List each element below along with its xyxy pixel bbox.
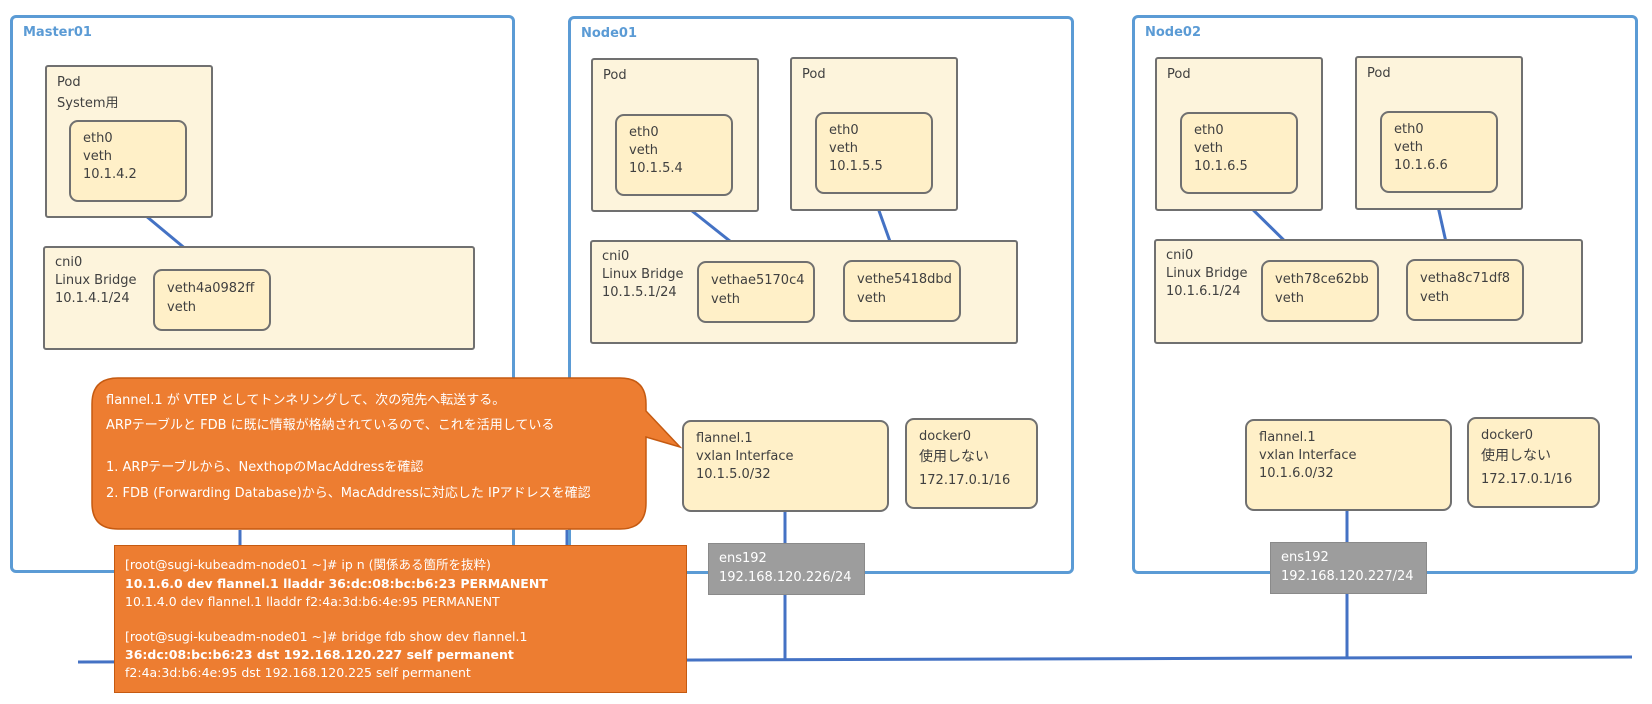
nic-name: ens192 — [719, 551, 767, 566]
docker-ip: 172.17.0.1/16 — [919, 473, 1011, 488]
flannel-name: flannel.1 — [696, 431, 753, 446]
terminal-line: 10.1.4.0 dev flannel.1 lladdr f2:4a:3d:b… — [125, 594, 500, 609]
docker0-node02: docker0 使用しない 172.17.0.1/16 — [1467, 417, 1600, 508]
docker-name: docker0 — [1481, 428, 1534, 443]
iface-name: eth0 — [1194, 123, 1224, 138]
flannel-ip: 10.1.6.0/32 — [1259, 466, 1334, 481]
callout-line: 1. ARPテーブルから、NexthopのMacAddressを確認 — [106, 460, 424, 475]
veth-name: vetha8c71df8 — [1420, 271, 1511, 286]
bridge-name: cni0 — [55, 255, 83, 270]
veth-type: veth — [857, 291, 887, 306]
veth-node02-1: veth78ce62bb veth — [1261, 260, 1379, 322]
pod-title: Pod — [603, 68, 627, 83]
iface-name: eth0 — [1394, 122, 1424, 137]
pod-subtitle: System用 — [57, 96, 119, 111]
bridge-type: Linux Bridge — [602, 267, 684, 282]
pod-title: Pod — [802, 67, 826, 82]
terminal-output: [root@sugi-kubeadm-node01 ~]# ip n (関係ある… — [114, 545, 687, 693]
veth-master: veth4a0982ff veth — [153, 269, 271, 331]
iface-type: veth — [629, 143, 659, 158]
pod-title: Pod — [1167, 67, 1191, 82]
veth-name: vethae5170c4 — [711, 273, 805, 288]
iface-ip: 10.1.4.2 — [83, 167, 137, 182]
nic-ip: 192.168.120.227/24 — [1281, 569, 1414, 584]
docker-note: 使用しない — [1481, 448, 1551, 464]
veth-node01-2: vethe5418dbd veth — [843, 260, 961, 322]
veth-name: veth78ce62bb — [1275, 272, 1369, 287]
docker0-node01: docker0 使用しない 172.17.0.1/16 — [905, 418, 1038, 509]
flannel-ip: 10.1.5.0/32 — [696, 467, 771, 482]
bridge-ip: 10.1.5.1/24 — [602, 285, 677, 300]
docker-note: 使用しない — [919, 449, 989, 465]
docker-ip: 172.17.0.1/16 — [1481, 472, 1573, 487]
docker-name: docker0 — [919, 429, 972, 444]
terminal-line: [root@sugi-kubeadm-node01 ~]# bridge fdb… — [125, 629, 528, 644]
node-title: Master01 — [23, 25, 92, 40]
callout-line: flannel.1 が VTEP としてトンネリングして、次の宛先へ転送する。 — [106, 393, 506, 408]
node-title: Node02 — [1145, 25, 1202, 40]
flannel-node01: flannel.1 vxlan Interface 10.1.5.0/32 — [682, 420, 889, 512]
pod-title: Pod — [57, 75, 81, 90]
callout-line: ARPテーブルと FDB に既に情報が格納されているので、これを活用している — [106, 418, 555, 433]
veth-type: veth — [167, 300, 197, 315]
nic-name: ens192 — [1281, 550, 1329, 565]
veth-name: veth4a0982ff — [167, 281, 255, 296]
eth0-node02-2: eth0 veth 10.1.6.6 — [1380, 111, 1498, 193]
terminal-line: f2:4a:3d:b6:4e:95 dst 192.168.120.225 se… — [125, 665, 471, 680]
iface-type: veth — [1194, 141, 1224, 156]
iface-ip: 10.1.5.5 — [829, 159, 883, 174]
bridge-type: Linux Bridge — [55, 273, 137, 288]
iface-type: veth — [1394, 140, 1424, 155]
flannel-name: flannel.1 — [1259, 430, 1316, 445]
veth-type: veth — [711, 292, 741, 307]
terminal-line: [root@sugi-kubeadm-node01 ~]# ip n (関係ある… — [125, 557, 491, 572]
bridge-type: Linux Bridge — [1166, 266, 1248, 281]
callout-shape — [91, 377, 683, 530]
node-title: Node01 — [581, 26, 638, 41]
veth-node01-1: vethae5170c4 veth — [697, 261, 815, 323]
bridge-ip: 10.1.6.1/24 — [1166, 284, 1241, 299]
iface-type: veth — [829, 141, 859, 156]
veth-name: vethe5418dbd — [857, 272, 952, 287]
nic-node02: ens192 192.168.120.227/24 — [1270, 542, 1427, 594]
iface-name: eth0 — [83, 131, 113, 146]
bridge-name: cni0 — [1166, 248, 1194, 263]
veth-node02-2: vetha8c71df8 veth — [1406, 259, 1524, 321]
iface-ip: 10.1.6.6 — [1394, 158, 1448, 173]
terminal-line: 36:dc:08:bc:b6:23 dst 192.168.120.227 se… — [125, 647, 514, 662]
flannel-node02: flannel.1 vxlan Interface 10.1.6.0/32 — [1245, 419, 1452, 511]
terminal-line: 10.1.6.0 dev flannel.1 lladdr 36:dc:08:b… — [125, 576, 548, 591]
eth0-node01-1: eth0 veth 10.1.5.4 — [615, 114, 733, 196]
eth0-node01-2: eth0 veth 10.1.5.5 — [815, 112, 933, 194]
iface-type: veth — [83, 149, 113, 164]
eth0-master: eth0 veth 10.1.4.2 — [69, 120, 187, 202]
nic-node01: ens192 192.168.120.226/24 — [708, 543, 865, 595]
bridge-ip: 10.1.4.1/24 — [55, 291, 130, 306]
veth-type: veth — [1275, 291, 1305, 306]
flannel-type: vxlan Interface — [1259, 448, 1357, 463]
eth0-node02-1: eth0 veth 10.1.6.5 — [1180, 112, 1298, 194]
callout-text: flannel.1 が VTEP としてトンネリングして、次の宛先へ転送する。 … — [106, 392, 646, 512]
nic-ip: 192.168.120.226/24 — [719, 570, 852, 585]
flannel-type: vxlan Interface — [696, 449, 794, 464]
iface-name: eth0 — [829, 123, 859, 138]
callout-line: 2. FDB (Forwarding Database)から、MacAddres… — [106, 486, 591, 501]
iface-ip: 10.1.6.5 — [1194, 159, 1248, 174]
veth-type: veth — [1420, 290, 1450, 305]
iface-ip: 10.1.5.4 — [629, 161, 683, 176]
pod-title: Pod — [1367, 66, 1391, 81]
iface-name: eth0 — [629, 125, 659, 140]
bridge-name: cni0 — [602, 249, 630, 264]
